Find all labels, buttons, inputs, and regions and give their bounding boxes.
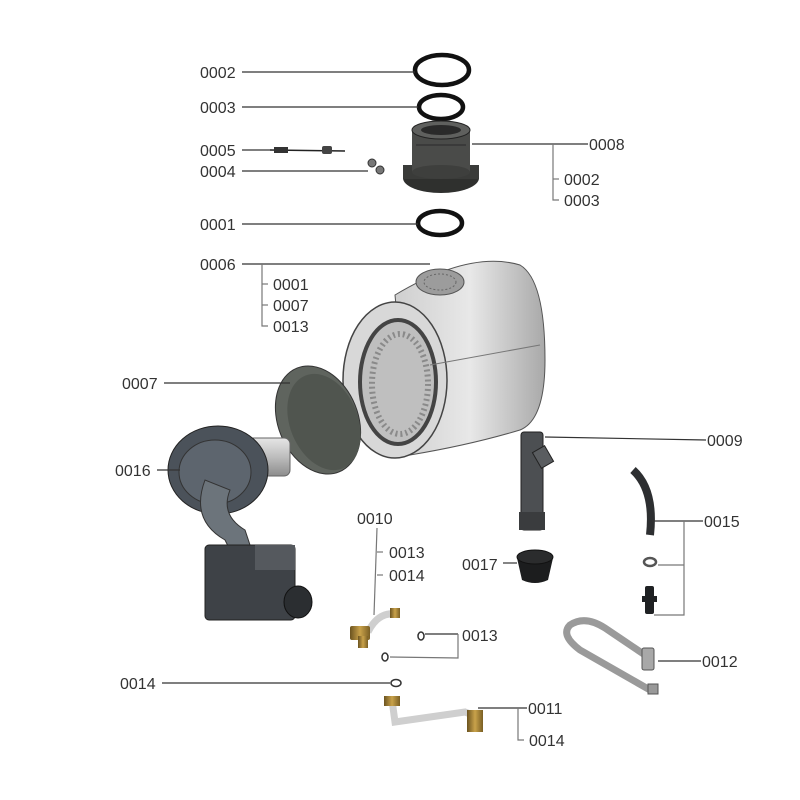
part-0002-o-ring[interactable] (412, 52, 472, 88)
part-0007-burner-door-insulation[interactable] (260, 353, 376, 487)
callout-0003: 0003 (200, 100, 236, 117)
callout-0006: 0006 (200, 257, 236, 274)
part-0012-u-pipe[interactable] (563, 617, 659, 695)
callout-0007: 0007 (122, 376, 158, 393)
callout-0006-includes-0013: 0013 (273, 319, 309, 336)
part-0016-fan-gas-valve[interactable] (167, 425, 313, 621)
part-0015-condensate-hose[interactable] (630, 467, 658, 614)
callout-0012: 0012 (702, 654, 738, 671)
part-0003-o-ring[interactable] (416, 92, 466, 122)
callout-0013: 0013 (462, 628, 498, 645)
part-0004-screws[interactable] (367, 158, 385, 175)
callout-0006-includes-0007: 0007 (273, 298, 309, 315)
callout-0010: 0010 (357, 511, 393, 528)
part-0001-o-ring[interactable] (415, 208, 465, 238)
part-0009-pipe[interactable] (519, 431, 555, 531)
callout-0014: 0014 (120, 676, 156, 693)
callout-0008-includes-0003: 0003 (564, 193, 600, 210)
part-0006-heat-exchanger[interactable] (342, 260, 546, 459)
callout-0008-includes-0002: 0002 (564, 172, 600, 189)
callout-0011: 0011 (528, 701, 563, 718)
part-0017-cap[interactable] (516, 549, 554, 583)
part-0011-pipe[interactable] (384, 696, 483, 732)
callout-0015: 0015 (704, 514, 740, 531)
leader-lines (157, 71, 707, 741)
callout-0017: 0017 (462, 557, 498, 574)
part-0010-brass-fitting[interactable] (350, 608, 400, 648)
part-0008-flue-adapter[interactable] (403, 120, 479, 193)
callout-0011-includes-0014: 0014 (529, 733, 565, 750)
callout-0002: 0002 (200, 65, 236, 82)
callout-0016: 0016 (115, 463, 151, 480)
callout-0001: 0001 (200, 217, 236, 234)
callout-0008: 0008 (589, 137, 625, 154)
part-0013-seals[interactable] (381, 631, 425, 662)
callout-0006-includes-0001: 0001 (273, 277, 309, 294)
callout-0010-includes-0014: 0014 (389, 568, 425, 585)
part-0005-sensor-cable[interactable] (269, 146, 346, 154)
callout-0009: 0009 (707, 433, 743, 450)
callout-0004: 0004 (200, 164, 236, 181)
part-0014-seal[interactable] (390, 678, 402, 688)
callout-0010-includes-0013: 0013 (389, 545, 425, 562)
callout-0005: 0005 (200, 143, 236, 160)
